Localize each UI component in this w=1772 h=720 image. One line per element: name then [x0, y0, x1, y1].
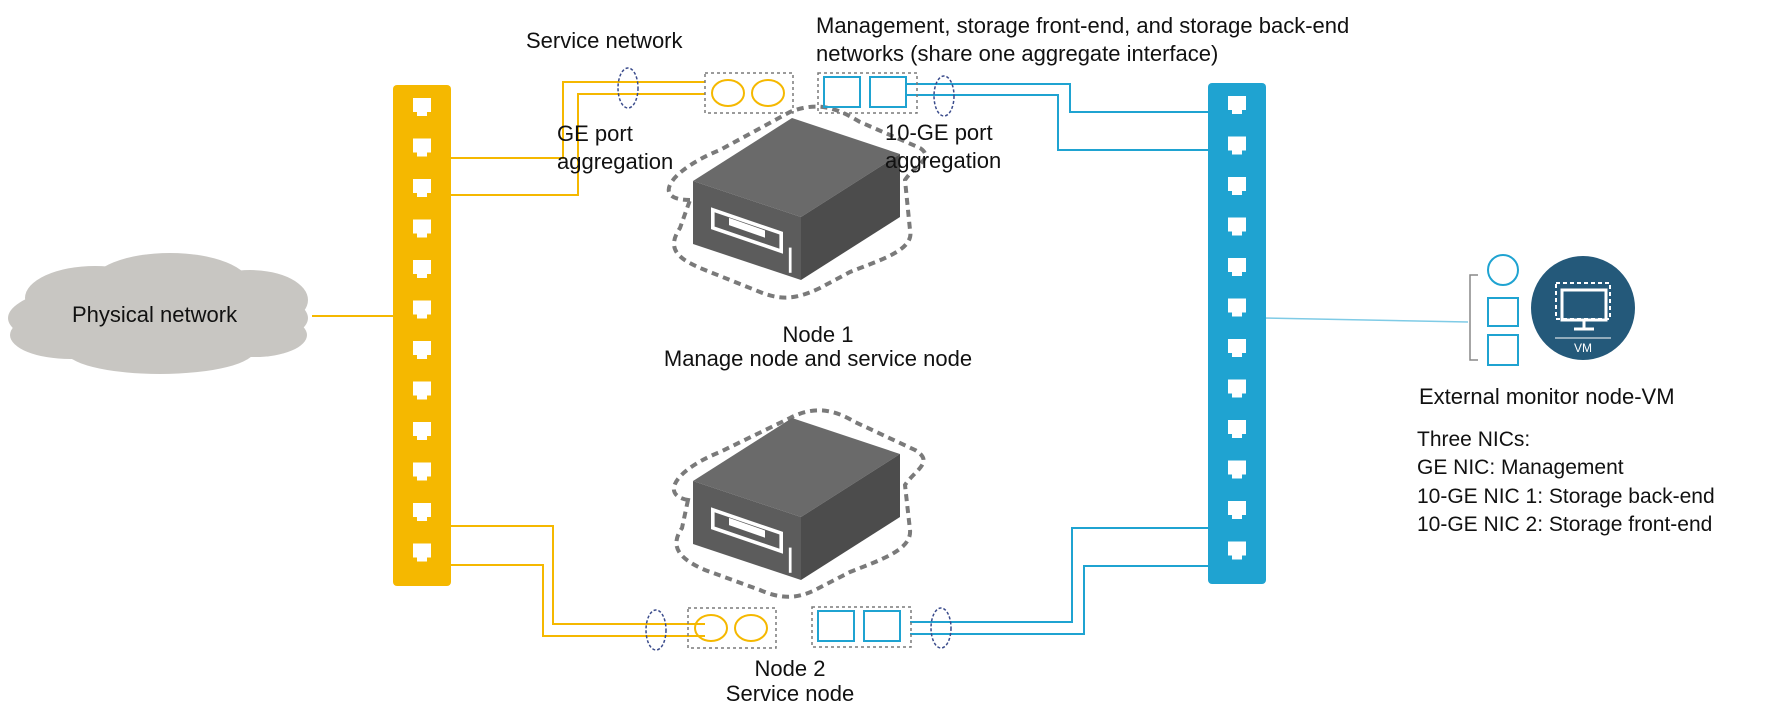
- tenge-port: [817, 610, 855, 642]
- nics-title: Three NICs:: [1417, 428, 1530, 451]
- node2: Node 2 Service node: [671, 408, 926, 706]
- nic-10ge-2-desc: 10-GE NIC 2: Storage front-end: [1417, 513, 1712, 536]
- tenge-port: [863, 610, 901, 642]
- tenge-nic: [1487, 297, 1519, 327]
- server-icon: [691, 116, 902, 282]
- external-monitor-node: VM External monitor node-VM Three NICs: …: [1417, 254, 1715, 536]
- external-monitor-label: External monitor node-VM: [1419, 384, 1675, 409]
- tenge-link: [905, 94, 1208, 151]
- tenge-link: [1261, 317, 1469, 323]
- node2-ge-ports: [687, 607, 777, 649]
- ge-port: [751, 79, 785, 107]
- tenge-port-aggregation-label-line1: 10-GE port: [885, 120, 993, 145]
- mgmt-storage-label-line2: networks (share one aggregate interface): [816, 41, 1218, 66]
- node2-title: Node 2: [755, 656, 826, 681]
- tenge-link: [910, 565, 1208, 635]
- tenge-nic: [1487, 334, 1519, 366]
- ge-port: [711, 79, 745, 107]
- nic-ge-desc: GE NIC: Management: [1417, 456, 1624, 479]
- switch-icon: [1208, 83, 1266, 584]
- ge-port: [734, 614, 768, 642]
- tenge-port: [823, 76, 861, 108]
- vm-badge: VM: [1574, 341, 1592, 355]
- node1-role: Manage node and service node: [664, 346, 972, 371]
- node1-title: Node 1: [783, 322, 854, 347]
- ge-aggregation-marker: [617, 67, 639, 109]
- monitor-icon: VM: [1531, 256, 1635, 360]
- node2-boundary: [671, 408, 926, 599]
- tenge-aggregation-marker: [930, 607, 952, 649]
- ge-link: [451, 525, 705, 625]
- network-links: [312, 81, 1469, 637]
- tenge-switch: [1208, 83, 1266, 584]
- physical-network-label: Physical network: [72, 302, 238, 327]
- server-icon: [691, 416, 902, 582]
- ge-port-aggregation-label-line2: aggregation: [557, 149, 673, 174]
- tenge-link: [905, 83, 1208, 113]
- ge-port: [694, 614, 728, 642]
- nic-10ge-1-desc: 10-GE NIC 1: Storage back-end: [1417, 485, 1715, 508]
- physical-network-cloud: Physical network: [8, 253, 308, 374]
- tenge-link: [910, 527, 1208, 623]
- ge-nic: [1487, 254, 1519, 286]
- node1-tenge-ports: [817, 72, 918, 114]
- node2-tenge-ports: [811, 606, 912, 648]
- ge-link: [451, 81, 705, 159]
- node1: Node 1 Manage node and service node: [664, 104, 972, 371]
- tenge-aggregation-marker: [933, 75, 955, 117]
- cloud-icon: [8, 253, 308, 374]
- ge-switch: [393, 85, 451, 586]
- mgmt-storage-label-line1: Management, storage front-end, and stora…: [816, 13, 1349, 38]
- node2-role: Service node: [726, 681, 854, 706]
- switch-icon: [393, 85, 451, 586]
- ge-port-aggregation-label-line1: GE port: [557, 121, 633, 146]
- service-network-label: Service network: [526, 28, 684, 53]
- node1-boundary: [666, 104, 928, 300]
- tenge-port: [869, 76, 907, 108]
- node1-ge-ports: [704, 72, 794, 114]
- ge-aggregation-marker: [645, 609, 667, 651]
- tenge-port-aggregation-label-line2: aggregation: [885, 148, 1001, 173]
- ge-link: [451, 564, 705, 637]
- ge-link: [451, 93, 705, 196]
